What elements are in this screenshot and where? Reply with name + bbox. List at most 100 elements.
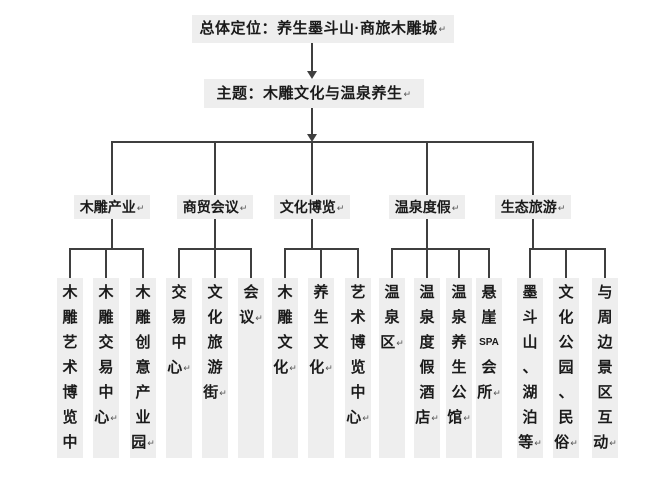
leaf-char-line: 斗 <box>522 309 538 326</box>
leaf-box: 木雕艺术博览中心↵ <box>57 278 83 458</box>
return-mark: ↵ <box>325 363 333 373</box>
leaf-box: 养生文化↵ <box>308 278 334 458</box>
leaf-char-line: 文 <box>207 284 223 301</box>
return-mark: ↵ <box>570 438 578 448</box>
return-mark: ↵ <box>219 388 227 398</box>
return-mark: ↵ <box>451 203 460 213</box>
leaf-char-line: 易 <box>98 359 114 376</box>
node-theme: 主题：木雕文化与温泉养生↵ <box>204 79 424 108</box>
group-label: 木雕产业 <box>79 199 136 215</box>
leaf-char-line: 所↵ <box>477 384 501 401</box>
leaf-char-line: 木 <box>62 284 78 301</box>
leaf-char-line: 悬 <box>481 284 497 301</box>
connector-arrowhead <box>307 134 317 142</box>
leaf-char-line: 温 <box>419 284 435 301</box>
connector-line <box>532 219 534 249</box>
connector-line <box>214 219 216 249</box>
connector-line <box>105 249 107 278</box>
return-mark: ↵ <box>534 438 542 448</box>
return-mark: ↵ <box>438 24 447 34</box>
leaf-box: 温泉区↵ <box>379 278 405 458</box>
return-mark: ↵ <box>336 203 345 213</box>
connector-line <box>565 249 567 278</box>
leaf-char-line: 互 <box>597 409 613 426</box>
leaf-char-line: 雕 <box>277 309 293 326</box>
leaf-char-line: 泉 <box>419 309 435 326</box>
leaf-char-line: 文 <box>558 284 574 301</box>
leaf-char-line: 木 <box>98 284 114 301</box>
node-root: 总体定位：养生墨斗山·商旅木雕城↵ <box>192 15 454 43</box>
connector-line <box>391 248 490 250</box>
leaf-char-line: 业 <box>135 409 151 426</box>
leaf-box: 交易中心↵ <box>166 278 192 458</box>
connector-line <box>529 249 531 278</box>
leaf-char-line: 、 <box>522 359 538 376</box>
leaf-char-line: 心↵ <box>94 409 118 426</box>
connector-line <box>391 249 393 278</box>
return-mark: ↵ <box>255 313 263 323</box>
leaf-char-line: 创 <box>135 334 151 351</box>
connector-line <box>214 142 216 195</box>
leaf-char-line: 区 <box>597 384 613 401</box>
leaf-char-line: 旅 <box>207 334 223 351</box>
leaf-char-line: 俗↵ <box>554 434 578 451</box>
leaf-char-line: 化 <box>207 309 223 326</box>
group-label: 文化博览 <box>279 199 336 215</box>
connector-line <box>311 108 313 134</box>
connector-line <box>69 249 71 278</box>
leaf-char-line: 化↵ <box>309 359 333 376</box>
leaf-char-line: 崖 <box>481 309 497 326</box>
return-mark: ↵ <box>289 363 297 373</box>
connector-line <box>311 142 313 195</box>
leaf-char-line: 街↵ <box>203 384 227 401</box>
group-box: 温泉度假↵ <box>389 195 465 219</box>
return-mark: ↵ <box>239 203 248 213</box>
return-mark: ↵ <box>609 438 617 448</box>
leaf-char-line: 易 <box>171 309 187 326</box>
group-label: 温泉度假 <box>394 199 451 215</box>
leaf-char-line: 博 <box>62 384 78 401</box>
leaf-char-line: 交 <box>171 284 187 301</box>
group-box: 生态旅游↵ <box>495 195 571 219</box>
return-mark: ↵ <box>136 203 145 213</box>
connector-line <box>604 249 606 278</box>
return-mark: ↵ <box>183 363 191 373</box>
connector-line <box>426 142 428 195</box>
leaf-char-line: 意 <box>135 359 151 376</box>
leaf-char-line: 、 <box>558 384 574 401</box>
leaf-char-line: 温 <box>384 284 400 301</box>
leaf-char-line: 泊 <box>522 409 538 426</box>
connector-line <box>320 249 322 278</box>
leaf-char-line: 艺 <box>62 334 78 351</box>
leaf-char-line: 生 <box>313 309 329 326</box>
return-mark: ↵ <box>463 413 471 423</box>
node-theme-label: 主题：木雕文化与温泉养生 <box>216 85 403 102</box>
connector-line <box>111 219 113 249</box>
leaf-char-line: 游 <box>207 359 223 376</box>
leaf-char-line: 周 <box>597 309 613 326</box>
leaf-char-line: 区↵ <box>380 334 404 351</box>
return-mark: ↵ <box>396 338 404 348</box>
leaf-box: 木雕创意产业园↵ <box>130 278 156 458</box>
node-root-label: 总体定位：养生墨斗山·商旅木雕城 <box>199 20 438 37</box>
leaf-char-line: 木 <box>135 284 151 301</box>
leaf-char-line: 温 <box>451 284 467 301</box>
leaf-char-line: 会 <box>243 284 259 301</box>
leaf-char-line: 动↵ <box>593 434 617 451</box>
leaf-char-line: 山 <box>522 334 538 351</box>
connector-line <box>178 249 180 278</box>
connector-line <box>529 248 606 250</box>
leaf-char-line: 议↵ <box>239 309 263 326</box>
return-mark: ↵ <box>557 203 566 213</box>
leaf-box: 木雕文化↵ <box>272 278 298 458</box>
leaf-char-line: 心↵ <box>57 455 83 458</box>
leaf-char-line: 心↵ <box>167 359 191 376</box>
leaf-char-line: 览 <box>62 409 78 426</box>
connector-line <box>458 249 460 278</box>
leaf-char-line: 湖 <box>522 384 538 401</box>
leaf-char-line: 化↵ <box>273 359 297 376</box>
leaf-char-line: 公 <box>451 384 467 401</box>
leaf-char-line: 博 <box>350 334 366 351</box>
return-mark: ↵ <box>493 388 501 398</box>
